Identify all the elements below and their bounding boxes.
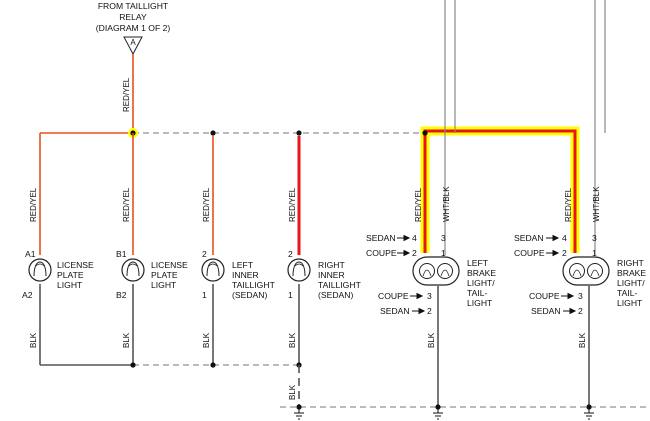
ground-symbol-icon-3 (584, 409, 594, 420)
wire-label-left-brake: RED/YEL (414, 187, 423, 222)
left-brake-label-2: BRAKE (467, 268, 496, 278)
left-inner-label-2: INNER (232, 270, 259, 280)
blk-label-a: BLK (29, 332, 38, 348)
right-brake-top-variant-2: COUPE (514, 248, 545, 258)
left-brake-label-1: LEFT (467, 258, 489, 268)
lamp-a-pin-top: A1 (25, 249, 36, 259)
left-brake-bottom-pin-1: 3 (427, 291, 432, 301)
left-inner-label-4: (SEDAN) (232, 290, 267, 300)
source-title-line-1: FROM TAILLIGHT (98, 1, 169, 11)
blk-label-b: BLK (122, 332, 131, 348)
source-title-line-3: (DIAGRAM 1 OF 2) (96, 23, 171, 33)
left-brake-bottom-variant-1: COUPE (378, 291, 409, 301)
right-brake-top-pin-1: 4 (562, 233, 567, 243)
right-brake-label-2: BRAKE (617, 268, 646, 278)
right-brake-top-variant-1: SEDAN (514, 233, 544, 243)
connector-a-triangle (123, 36, 143, 56)
wire-label-right-brake: RED/YEL (564, 187, 573, 222)
left-brake-top-pin-1: 4 (412, 233, 417, 243)
right-brake-light (562, 256, 610, 286)
blk-label-right-inner: BLK (288, 332, 297, 348)
lamp-b-label-3: LIGHT (151, 280, 177, 290)
blk-label-drop: BLK (288, 384, 297, 400)
lamp-b-pin-top: B1 (116, 249, 127, 259)
right-inner-pin-bottom: 1 (288, 290, 293, 300)
left-brake-top-right-pin-2: 1 (441, 248, 446, 258)
ground-splice-2 (210, 362, 216, 368)
lamp-a-label-1: LICENSE (57, 260, 94, 270)
ground-node-3 (586, 404, 592, 410)
right-brake-bottom-pin-2: 2 (578, 306, 583, 316)
right-inner-label-1: RIGHT (318, 260, 345, 270)
left-inner-label-1: LEFT (232, 260, 254, 270)
right-inner-taillight (287, 258, 311, 282)
highlight-red-path (423, 129, 577, 253)
left-brake-top-variant-1: SEDAN (366, 233, 396, 243)
feed-wire-label: RED/YEL (122, 77, 131, 112)
left-brake-top-pin-2: 2 (412, 248, 417, 258)
wire-label-right-inner: RED/YEL (288, 187, 297, 222)
lamp-b-pin-bottom: B2 (116, 290, 127, 300)
right-brake-label-3: LIGHT/ (617, 278, 645, 288)
lamp-a-pin-bottom: A2 (22, 290, 33, 300)
right-brake-bottom-variant-2: SEDAN (531, 306, 561, 316)
license-plate-light-b (121, 258, 145, 282)
lamp-b-label-1: LICENSE (151, 260, 188, 270)
right-brake-bottom-pin-1: 3 (578, 291, 583, 301)
right-inner-label-2: INNER (318, 270, 345, 280)
right-inner-pin-top: 2 (288, 249, 293, 259)
right-brake-label-5: LIGHT (617, 298, 643, 308)
blk-label-left-brake: BLK (427, 332, 436, 348)
left-brake-bottom-pin-2: 2 (427, 306, 432, 316)
right-brake-label-4: TAIL- (617, 288, 638, 298)
wire-label-b: RED/YEL (122, 187, 131, 222)
lamp-a-label-3: LIGHT (57, 280, 83, 290)
connector-a-label: A (130, 38, 136, 47)
splice-dot-2 (210, 130, 216, 136)
ground-splice-1 (130, 362, 136, 368)
wire-label-a: RED/YEL (29, 187, 38, 222)
right-brake-top-right-pin-2: 1 (592, 248, 597, 258)
left-brake-top-variant-2: COUPE (366, 248, 397, 258)
splice-dot-3 (296, 130, 302, 136)
ground-node-1 (296, 404, 302, 410)
right-brake-top-pin-2: 2 (562, 248, 567, 258)
right-inner-label-4: (SEDAN) (318, 290, 353, 300)
left-brake-top-right-pin-1: 3 (441, 233, 446, 243)
left-inner-pin-bottom: 1 (202, 290, 207, 300)
ground-symbol-icon-2 (433, 409, 443, 420)
left-inner-taillight (201, 258, 225, 282)
left-brake-light (412, 256, 460, 286)
left-brake-label-4: TAIL- (467, 288, 488, 298)
pin-arrows (397, 234, 577, 315)
wire-label-left-inner: RED/YEL (202, 187, 211, 222)
left-brake-label-5: LIGHT (467, 298, 493, 308)
left-inner-label-3: TAILLIGHT (232, 280, 276, 290)
left-inner-pin-top: 2 (202, 249, 207, 259)
ground-node-2 (435, 404, 441, 410)
source-title-line-2: RELAY (119, 12, 147, 22)
right-brake-top-right-pin-1: 3 (592, 233, 597, 243)
right-brake-label-1: RIGHT (617, 258, 644, 268)
splice-dot-4 (422, 130, 428, 136)
right-inner-label-3: TAILLIGHT (318, 280, 362, 290)
ground-symbol-icon (294, 409, 304, 420)
lamp-b-label-2: PLATE (151, 270, 178, 280)
blk-label-right-brake: BLK (578, 332, 587, 348)
license-plate-light-a (28, 258, 52, 282)
blk-label-left-inner: BLK (202, 332, 211, 348)
left-brake-label-3: LIGHT/ (467, 278, 495, 288)
lamp-a-label-2: PLATE (57, 270, 84, 280)
left-brake-bottom-variant-2: SEDAN (380, 306, 410, 316)
wire-label-wht-blk-right: WHT/BLK (592, 186, 601, 222)
wire-label-wht-blk-left: WHT/BLK (442, 186, 451, 222)
right-brake-bottom-variant-1: COUPE (529, 291, 560, 301)
